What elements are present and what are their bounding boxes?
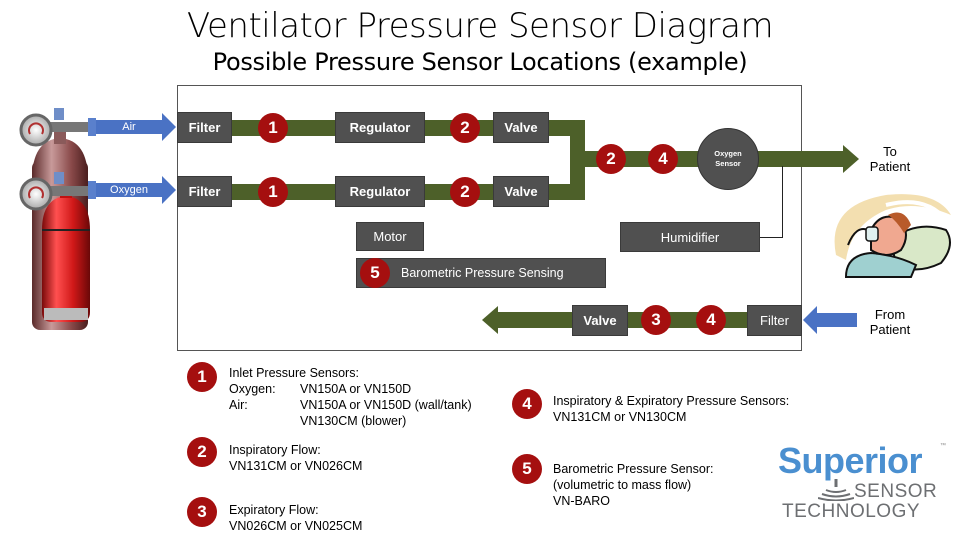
- air-filter: Filter: [177, 112, 232, 143]
- legend-badge-5: 5: [512, 454, 542, 484]
- sensor-wave-icon: [818, 479, 854, 501]
- exhaust-arrowhead-icon: [482, 306, 498, 334]
- gas-cylinders-illustration: [19, 108, 92, 330]
- from-patient-arrow: [817, 313, 857, 327]
- from-patient-arrowhead-icon: [803, 306, 817, 334]
- legend-title-1: Inlet Pressure Sensors:: [229, 366, 359, 380]
- sensor-badge-4-inspiratory: 4: [648, 144, 678, 174]
- merge-pipe: [570, 120, 585, 200]
- ventilator-enclosure: [177, 85, 802, 351]
- air-inlet-arrow: Air: [96, 120, 162, 134]
- oxygen-valve: Valve: [493, 176, 549, 207]
- sensor-badge-5-barometric: 5: [360, 258, 390, 288]
- legend-item-4: Inspiratory & Expiratory Pressure Sensor…: [553, 394, 790, 424]
- expiratory-valve: Valve: [572, 305, 628, 336]
- oxygen-connector-icon: [88, 181, 96, 199]
- humidifier: Humidifier: [620, 222, 760, 252]
- oxygen-filter: Filter: [177, 176, 232, 207]
- logo-technology-text: TECHNOLOGY: [782, 501, 921, 522]
- humidifier-connector-line: [782, 166, 783, 238]
- sensor-badge-4-expiratory: 4: [696, 305, 726, 335]
- air-connector-icon: [88, 118, 96, 136]
- to-patient-label: To Patient: [869, 144, 911, 174]
- legend-badge-3: 3: [187, 497, 217, 527]
- superior-sensor-logo: Superior ™ SENSOR TECHNOLOGY: [778, 441, 948, 526]
- barometric-pressure-sensing: Barometric Pressure Sensing: [356, 258, 606, 288]
- air-regulator-gauge-icon: [19, 108, 92, 147]
- oxygen-regulator: Regulator: [335, 176, 425, 207]
- air-arrowhead-icon: [162, 113, 176, 141]
- sensor-badge-2-oxygen: 2: [450, 177, 480, 207]
- sensor-badge-1-air: 1: [258, 113, 288, 143]
- oxygen-regulator-gauge-icon: [19, 172, 92, 211]
- air-label: Air: [122, 121, 136, 133]
- motor: Motor: [356, 222, 424, 251]
- oxygen-cylinder-icon: [42, 186, 90, 322]
- sensor-badge-2-merged: 2: [596, 144, 626, 174]
- humidifier-connector-line-horizontal: [760, 237, 783, 238]
- legend-item-5: Barometric Pressure Sensor: (volumetric …: [553, 462, 714, 508]
- sensor-badge-1-oxygen: 1: [258, 177, 288, 207]
- page-subtitle: Possible Pressure Sensor Locations (exam…: [212, 48, 748, 76]
- legend-badge-1: 1: [187, 362, 217, 392]
- sensor-badge-2-air: 2: [450, 113, 480, 143]
- legend-item-2: Inspiratory Flow: VN131CM or VN026CM: [229, 443, 363, 473]
- from-patient-label: From Patient: [869, 307, 911, 337]
- oxygen-label: Oxygen: [110, 184, 148, 196]
- legend-item-1: Inlet Pressure Sensors: Oxygen:VN150A or…: [229, 366, 472, 428]
- logo-brand: Superior: [778, 440, 923, 481]
- air-regulator: Regulator: [335, 112, 425, 143]
- expiratory-filter: Filter: [747, 305, 802, 336]
- logo-trademark: ™: [940, 443, 946, 449]
- to-patient-arrowhead-icon: [843, 145, 859, 173]
- air-valve: Valve: [493, 112, 549, 143]
- page-title: Ventilator Pressure Sensor Diagram: [186, 6, 774, 46]
- logo-sensor-text: SENSOR: [854, 481, 938, 502]
- legend-badge-2: 2: [187, 437, 217, 467]
- legend-item-3: Expiratory Flow: VN026CM or VN025CM: [229, 503, 363, 533]
- sensor-badge-3-expiratory: 3: [641, 305, 671, 335]
- oxygen-sensor: Oxygen Sensor: [697, 128, 759, 190]
- oxygen-arrowhead-icon: [162, 176, 176, 204]
- patient-illustration: [834, 194, 951, 278]
- oxygen-inlet-arrow: Oxygen: [96, 183, 162, 197]
- legend-badge-4: 4: [512, 389, 542, 419]
